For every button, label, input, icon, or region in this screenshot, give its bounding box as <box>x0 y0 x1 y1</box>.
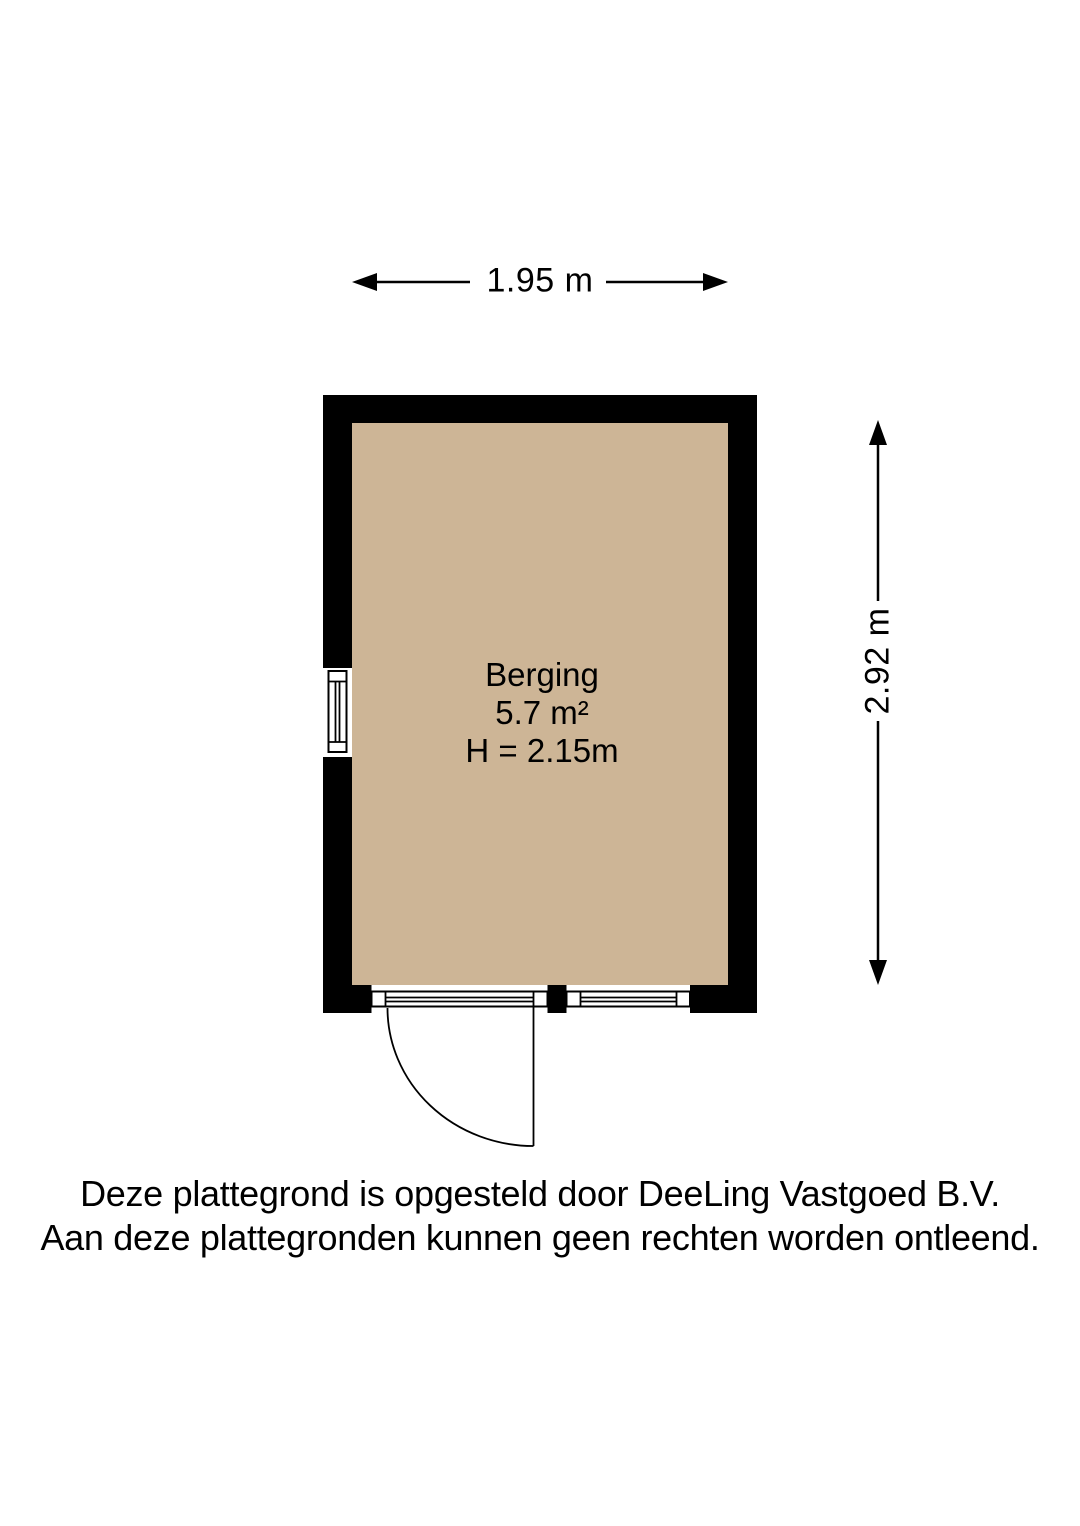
room-floor <box>352 423 728 985</box>
arrow-down-icon <box>869 960 887 985</box>
window-left <box>327 670 348 753</box>
dimension-arrow-horizontal <box>352 273 728 291</box>
width-dimension-label: 1.95 m <box>486 261 594 300</box>
dimension-arrow-vertical <box>869 420 887 985</box>
arrow-right-icon <box>703 273 728 291</box>
door-swing-arc <box>386 1007 534 1147</box>
disclaimer-text: Deze plattegrond is opgesteld door DeeLi… <box>40 1172 1039 1260</box>
disclaimer-line-2: Aan deze plattegronden kunnen geen recht… <box>40 1217 1040 1258</box>
window-bottom <box>565 990 691 1008</box>
room-height-label: H = 2.15m <box>465 732 619 769</box>
height-dimension-label: 2.92 m <box>858 607 897 715</box>
room-area-label: 5.7 m² <box>495 694 589 731</box>
arrow-up-icon <box>869 420 887 445</box>
room-label: Berging 5.7 m² H = 2.15m <box>465 656 618 770</box>
door-bottom <box>370 990 549 1147</box>
room-name-label: Berging <box>485 656 599 693</box>
disclaimer-line-1: Deze plattegrond is opgesteld door DeeLi… <box>80 1173 1000 1214</box>
room-walls <box>323 395 757 1013</box>
arrow-left-icon <box>352 273 377 291</box>
